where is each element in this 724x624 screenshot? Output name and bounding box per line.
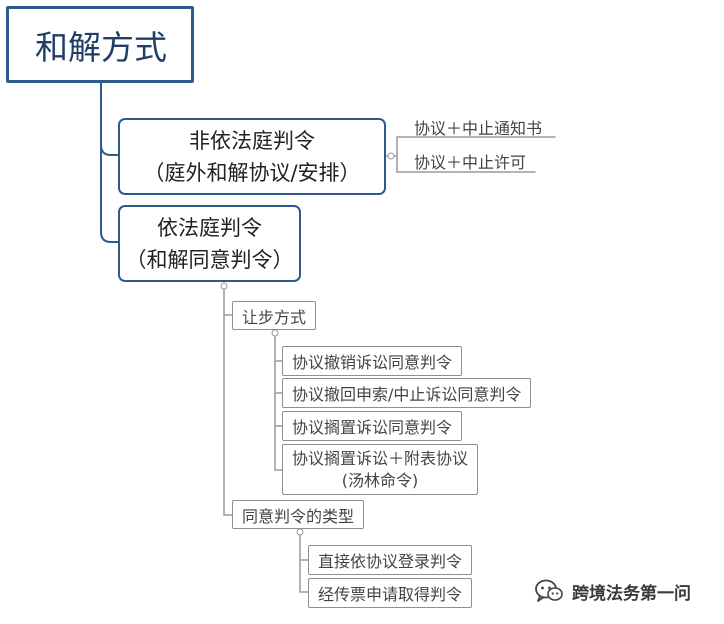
root-node[interactable]: 和解方式 [6,6,194,83]
connector-root-main1 [100,144,119,156]
types-item-2-label: 经传票申请取得判令 [318,585,463,604]
concession-item-1-label: 协议撤销诉讼同意判令 [292,353,453,372]
types-item-2[interactable]: 经传票申请取得判令 [308,578,473,608]
branch-court-order-line1: 依法庭判令 [157,215,262,240]
wechat-icon [535,579,563,602]
collapse-knob-main1[interactable] [387,152,395,160]
concession-item-4-sublabel: (汤林命令) [341,470,419,490]
collapse-knob-types[interactable] [296,528,304,536]
root-title: 和解方式 [35,27,167,67]
concession-item-1[interactable]: 协议撤销诉讼同意判令 [282,346,463,376]
consent-order-types-node[interactable]: 同意判令的类型 [232,500,365,529]
collapse-knob-concession[interactable] [271,329,279,337]
branch-court-order-node[interactable]: 依法庭判令 （和解同意判令） [118,205,301,282]
connector-concession-items [274,332,283,471]
branch-out-of-court-node[interactable]: 非依法庭判令 （庭外和解协议/安排） [118,118,386,195]
concession-item-3[interactable]: 协议搁置诉讼同意判令 [282,411,463,441]
concession-methods-node[interactable]: 让步方式 [232,301,317,330]
connector-root-branches [100,82,119,243]
connector-main2-children [223,285,233,516]
types-item-1-label: 直接依协议登录判令 [318,552,463,571]
types-item-1[interactable]: 直接依协议登录判令 [308,545,473,575]
leaf-agreement-stay-permission[interactable]: 协议＋中止许可 [414,153,527,172]
watermark: 跨境法务第一问 [534,576,691,606]
concession-item-4-label: 协议搁置诉讼＋附表协议 [292,448,469,468]
watermark-text: 跨境法务第一问 [572,583,691,604]
branch-court-order-line2: （和解同意判令） [125,247,294,272]
branch-out-of-court-line1: 非依法庭判令 [189,128,315,153]
consent-order-types-label: 同意判令的类型 [242,506,355,526]
concession-item-3-label: 协议搁置诉讼同意判令 [292,418,453,437]
concession-item-2-label: 协议撤回申索/中止诉讼同意判令 [292,385,522,404]
collapse-knob-main2[interactable] [220,282,228,290]
leaf-agreement-stay-notice[interactable]: 协议＋中止通知书 [414,119,543,138]
connector-types-items [299,531,309,593]
concession-item-4[interactable]: 协议搁置诉讼＋附表协议 (汤林命令) [282,444,479,495]
concession-methods-label: 让步方式 [242,307,307,327]
branch-out-of-court-line2: （庭外和解协议/安排） [143,160,361,185]
concession-item-2[interactable]: 协议撤回申索/中止诉讼同意判令 [282,378,532,408]
